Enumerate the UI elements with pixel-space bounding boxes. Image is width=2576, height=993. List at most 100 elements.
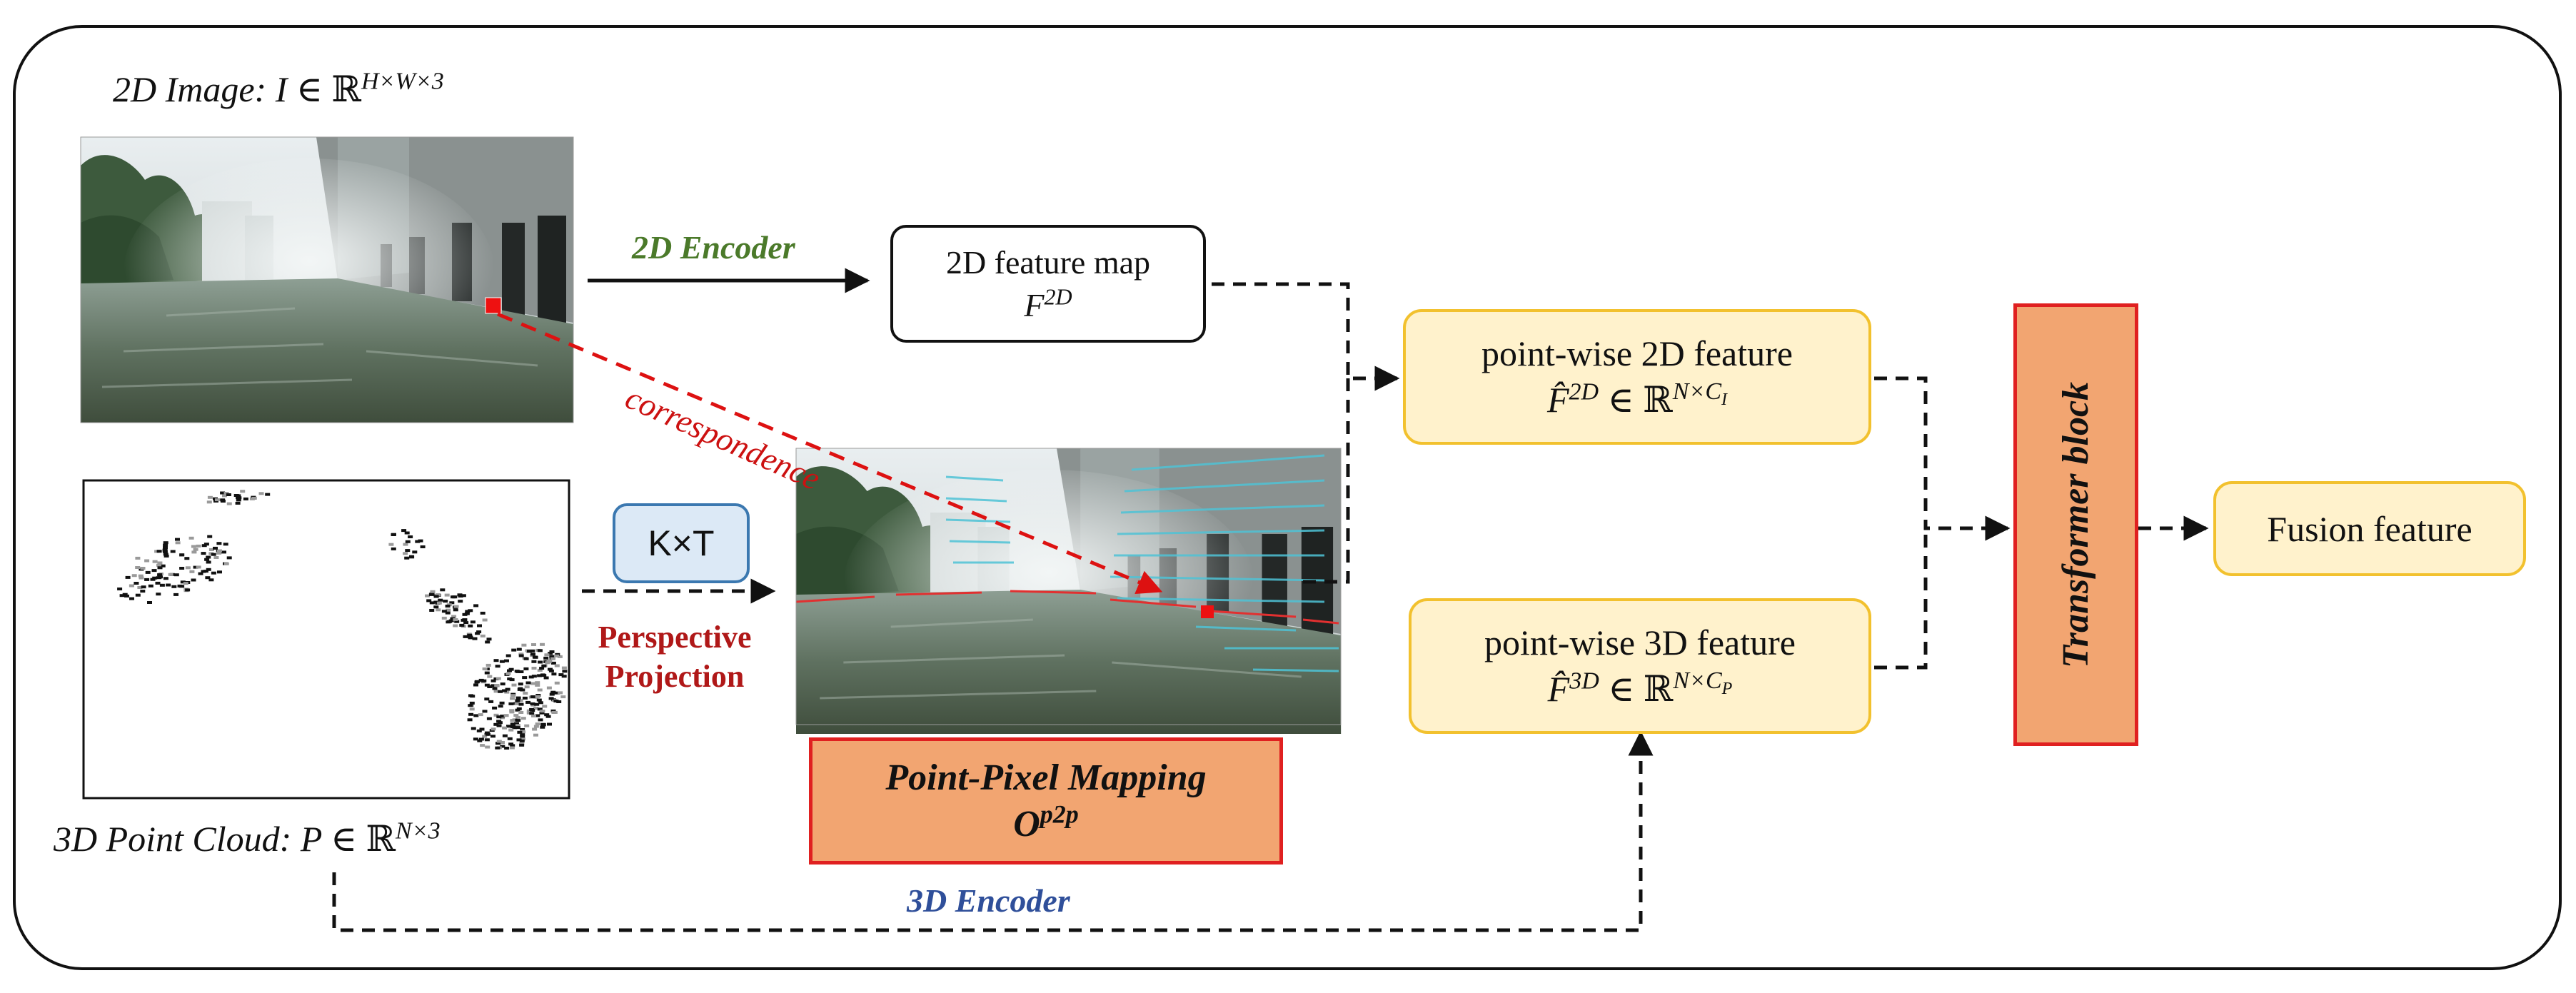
cloud-point xyxy=(482,735,488,738)
cloud-point xyxy=(538,660,543,664)
cloud-point xyxy=(504,659,509,662)
cloud-point xyxy=(117,588,123,590)
cloud-point xyxy=(508,742,514,746)
cloud-point xyxy=(511,648,517,652)
cloud-point xyxy=(522,676,528,680)
cloud-point xyxy=(463,621,469,625)
cloud-point xyxy=(497,721,503,725)
cloud-point xyxy=(451,595,456,599)
pixel-marker xyxy=(485,297,502,314)
cloud-point xyxy=(137,586,143,589)
cloud-point xyxy=(485,640,490,644)
cloud-point xyxy=(548,667,553,671)
cloud-point xyxy=(436,601,442,605)
cloud-point xyxy=(163,553,168,556)
cloud-point xyxy=(201,552,206,555)
cloud-point xyxy=(538,718,543,722)
cloud-point xyxy=(513,714,519,717)
cloud-point xyxy=(454,620,460,623)
cloud-point xyxy=(453,618,458,621)
cloud-point xyxy=(495,665,500,668)
cloud-point xyxy=(551,711,557,714)
cloud-point xyxy=(493,659,499,662)
cloud-point xyxy=(543,656,549,660)
cloud-point xyxy=(544,653,550,657)
cloud-point xyxy=(191,550,197,554)
cloud-point xyxy=(500,745,505,748)
cloud-point xyxy=(473,604,479,608)
cloud-point xyxy=(445,611,451,615)
cloud-point xyxy=(235,501,241,505)
cloud-point xyxy=(531,667,537,670)
cloud-point xyxy=(429,609,435,612)
cloud-point xyxy=(523,667,529,670)
cloud-point xyxy=(490,735,495,738)
cloud-point xyxy=(510,694,515,697)
cloud-point xyxy=(184,557,190,560)
cloud-point xyxy=(144,559,150,563)
cloud-point xyxy=(537,649,543,652)
cloud-point xyxy=(168,573,173,576)
cloud-point xyxy=(474,680,480,684)
cloud-point xyxy=(207,535,213,538)
cloud-point xyxy=(433,595,439,598)
pw2d-formula: F̂2D ∈ ℝN×CI xyxy=(1547,378,1727,420)
cloud-point xyxy=(528,675,534,679)
point-pixel-mapping-box: Point-Pixel Mapping Op2p xyxy=(809,737,1283,865)
fusion-label: Fusion feature xyxy=(2267,508,2472,549)
cloud-point xyxy=(525,681,531,685)
cloud-point xyxy=(119,594,125,598)
cloud-point xyxy=(498,705,503,708)
cloud-point xyxy=(157,573,163,577)
cloud-point xyxy=(562,670,568,673)
cloud-point xyxy=(206,560,211,564)
cloud-point xyxy=(211,571,216,575)
cloud-point xyxy=(540,642,545,646)
cloud-point xyxy=(175,538,180,541)
cloud-point xyxy=(193,565,198,569)
cloud-point xyxy=(532,655,538,659)
cloud-point xyxy=(183,582,188,585)
cloud-point xyxy=(484,738,490,742)
cloud-point xyxy=(129,597,134,600)
cloud-point xyxy=(503,714,509,717)
pointwise-3d-feature-box: point-wise 3D feature F̂3D ∈ ℝN×CP xyxy=(1409,598,1871,734)
cloud-point xyxy=(221,550,226,554)
cloud-point xyxy=(523,657,529,660)
cloud-point xyxy=(457,593,463,597)
cloud-point xyxy=(446,608,451,612)
cloud-point xyxy=(478,737,484,741)
cloud-point xyxy=(222,494,227,498)
cloud-point xyxy=(541,664,547,667)
cloud-point xyxy=(243,497,248,500)
cloud-point xyxy=(509,746,515,750)
cloud-point xyxy=(436,593,441,597)
cloud-point xyxy=(561,666,567,670)
cloud-point xyxy=(179,553,185,557)
arrow-featuremap-to-pw2d xyxy=(1212,282,1400,391)
cloud-point xyxy=(535,695,540,698)
cloud-point xyxy=(451,615,457,618)
cloud-point xyxy=(135,593,141,597)
cloud-point xyxy=(520,735,525,738)
cloud-point xyxy=(134,582,139,585)
pointcloud-label: 3D Point Cloud: P ∈ ℝN×3 xyxy=(54,817,441,860)
cloud-point xyxy=(515,716,520,720)
arrow-pw3d-to-transformer xyxy=(1874,528,1928,670)
feature-map-box: 2D feature map F2D xyxy=(890,225,1206,343)
cloud-point xyxy=(468,704,473,707)
cloud-point xyxy=(534,702,540,706)
cloud-point xyxy=(522,696,528,700)
cloud-point xyxy=(216,542,222,545)
cloud-point xyxy=(205,576,211,580)
cloud-point xyxy=(499,701,505,705)
cloud-point xyxy=(530,695,535,698)
cloud-point xyxy=(449,601,455,605)
cloud-point xyxy=(507,669,512,672)
cloud-point xyxy=(561,675,567,678)
cloud-point xyxy=(484,697,490,701)
cloud-point xyxy=(509,678,515,682)
cloud-point xyxy=(467,718,473,722)
cloud-point xyxy=(430,590,436,593)
cloud-point xyxy=(525,700,531,704)
